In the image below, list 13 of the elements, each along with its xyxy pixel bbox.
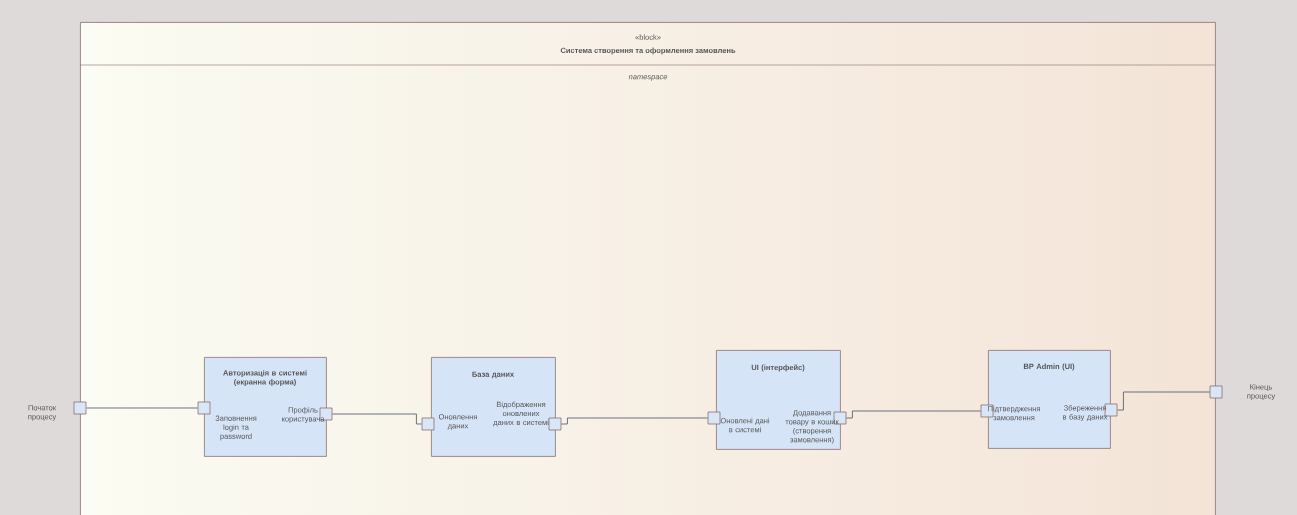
connector: [1117, 391, 1210, 411]
connector: [86, 407, 198, 409]
port-square: [548, 417, 562, 431]
port-square: [1104, 403, 1118, 417]
port-square: [421, 417, 435, 431]
block-frame: [79, 22, 1216, 515]
port-square: [197, 401, 211, 415]
port-square: [1209, 385, 1223, 399]
port-square: [707, 411, 721, 425]
connector: [332, 413, 422, 425]
port-square: [73, 401, 87, 415]
connector: [846, 410, 981, 419]
connector: [561, 417, 708, 425]
